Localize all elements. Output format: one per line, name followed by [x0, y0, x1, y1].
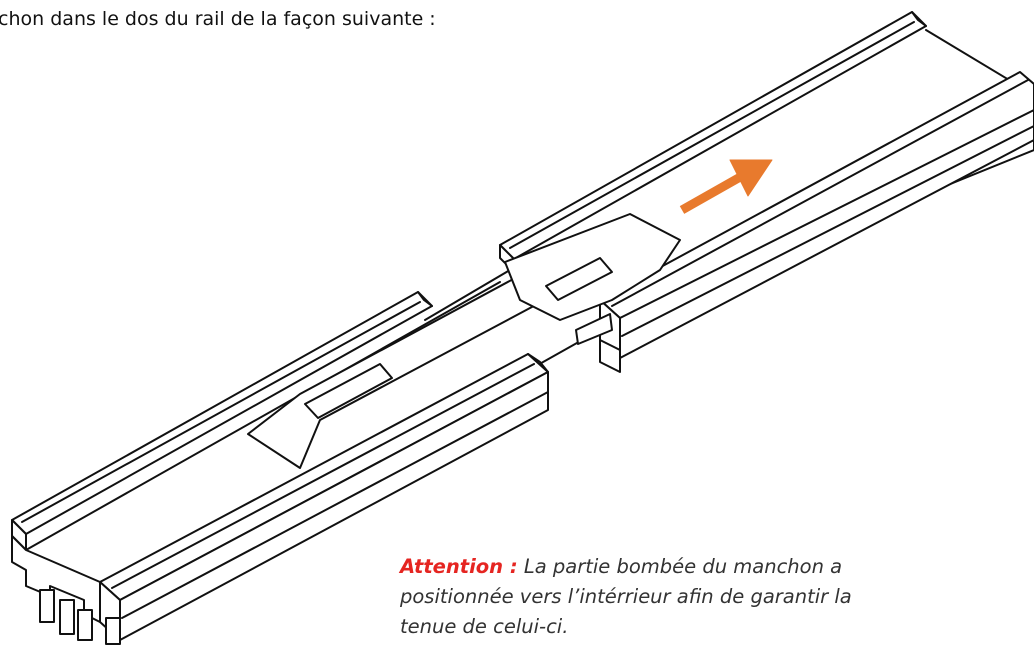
attention-label: Attention : [400, 555, 518, 578]
attention-line-2: positionnée vers l’intérrieur afin de ga… [400, 585, 852, 608]
instruction-text: nchon dans le dos du rail de la façon su… [0, 8, 436, 30]
attention-note: Attention : La partie bombée du manchon … [400, 552, 1034, 642]
rail-end-profile-right [576, 314, 620, 372]
attention-line-1: La partie bombée du manchon a [517, 555, 843, 578]
rail-end-profile [12, 536, 120, 644]
insertion-direction-arrow-icon [682, 160, 772, 210]
attention-line-3: tenue de celui-ci. [400, 615, 569, 638]
manchon-right [505, 214, 680, 320]
back-rail-left [12, 292, 432, 550]
front-rail-right [600, 72, 1034, 358]
